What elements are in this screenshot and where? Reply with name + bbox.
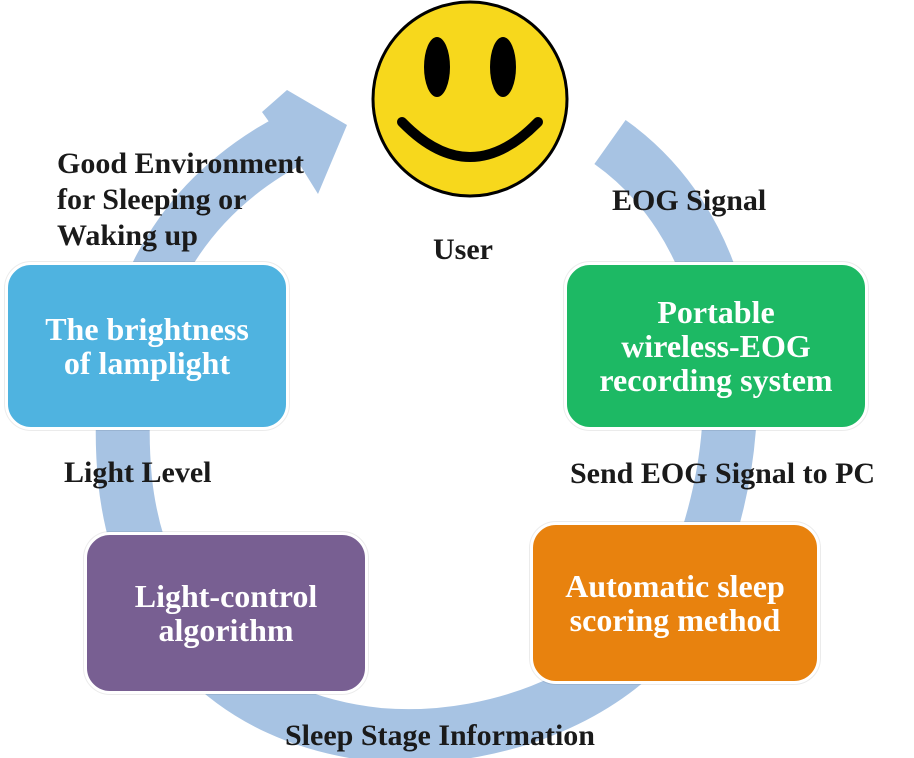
lamplight-node-text: The brightness of lamplight xyxy=(45,311,249,381)
algorithm-node: Light-control algorithm xyxy=(84,532,368,694)
scoring-node: Automatic sleep scoring method xyxy=(530,522,820,684)
smiley-face-icon xyxy=(371,0,569,198)
good-environment-label: Good Environment for Sleeping or Waking … xyxy=(57,147,304,252)
user-label: User xyxy=(433,233,493,266)
sleep-stage-label: Sleep Stage Information xyxy=(285,719,595,752)
cycle-arrow-head xyxy=(262,90,347,194)
scoring-node-text: Automatic sleep scoring method xyxy=(565,568,785,638)
lamplight-node: The brightness of lamplight xyxy=(5,262,289,430)
eog-system-node: Portable wireless-EOG recording system xyxy=(564,262,868,430)
light-level-label: Light Level xyxy=(64,456,212,489)
eog-system-node-text: Portable wireless-EOG recording system xyxy=(599,294,833,398)
send-to-pc-label: Send EOG Signal to PC xyxy=(570,457,876,490)
algorithm-node-text: Light-control algorithm xyxy=(134,578,318,648)
eog-signal-label: EOG Signal xyxy=(612,184,767,217)
